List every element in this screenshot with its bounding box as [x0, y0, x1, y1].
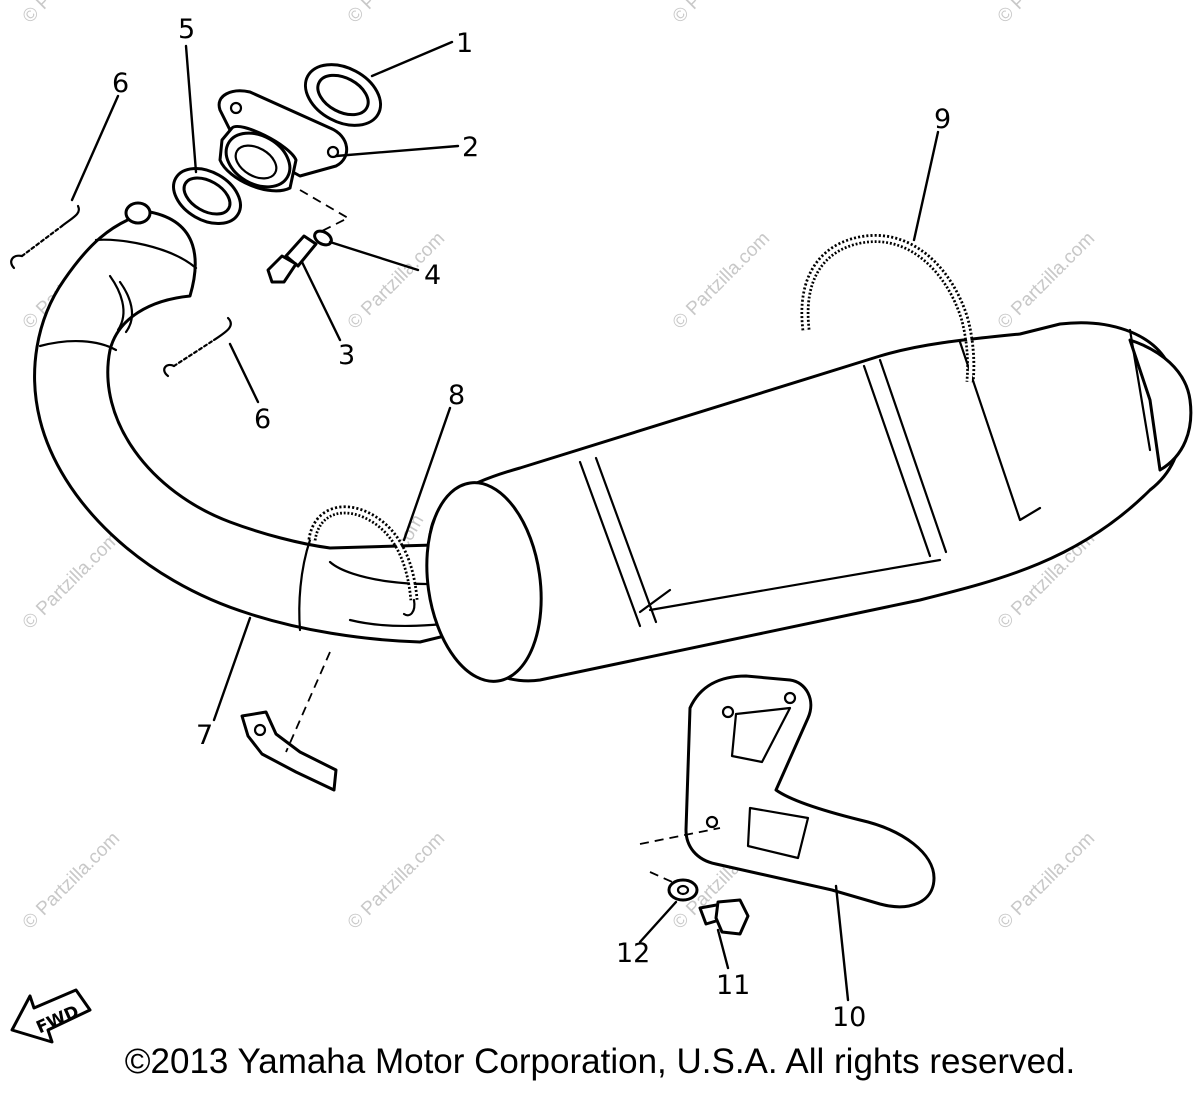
callout-3: 3 — [338, 340, 355, 371]
part-8-spring-cable — [307, 505, 419, 617]
watermark: © Partzilla.com — [19, 528, 124, 633]
part-3-bolt — [266, 234, 318, 284]
callout-5: 5 — [178, 14, 195, 45]
callout-6-lower: 6 — [254, 404, 271, 435]
callout-12: 12 — [616, 938, 650, 969]
part-1-gasket — [303, 63, 383, 127]
callout-11: 11 — [716, 970, 750, 1001]
callout-numbers: 1 2 3 4 5 6 6 7 8 9 10 11 12 — [112, 14, 951, 1033]
watermark: © Partzilla.com — [994, 828, 1099, 933]
copyright-notice: ©2013 Yamaha Motor Corporation, U.S.A. A… — [124, 1042, 1076, 1081]
callout-10: 10 — [832, 1002, 866, 1033]
fwd-arrow-icon: FWD — [10, 988, 92, 1044]
watermark: © Partzilla.com — [344, 828, 449, 933]
watermark: © Partzilla.com — [994, 0, 1099, 28]
callout-7: 7 — [196, 720, 213, 751]
watermark: © Partzilla.com — [344, 0, 449, 28]
watermark: © Partzilla.com — [669, 0, 774, 28]
pipe-bracket — [240, 651, 338, 792]
watermark: © Partzilla.com — [19, 0, 124, 28]
watermark: © Partzilla.com — [994, 228, 1099, 333]
callout-9: 9 — [934, 104, 951, 135]
callout-1: 1 — [456, 28, 473, 59]
callout-6-upper: 6 — [112, 68, 129, 99]
muffler — [425, 321, 1193, 683]
part-6-spring-lower — [163, 316, 232, 378]
part-10-bracket-plate — [639, 674, 936, 909]
watermark: © Partzilla.com — [669, 228, 774, 333]
watermark: © Partzilla.com — [19, 828, 124, 933]
part-5-gasket — [172, 167, 242, 225]
part-12-washer — [667, 878, 699, 902]
part-9-spring-cable — [800, 234, 976, 383]
part-2-flange — [217, 89, 348, 193]
part-6-spring-upper — [10, 204, 80, 270]
callout-4: 4 — [424, 260, 441, 291]
part-11-bolt — [698, 898, 750, 936]
callout-8: 8 — [448, 380, 465, 411]
leader-lines — [70, 40, 940, 1002]
callout-2: 2 — [462, 132, 479, 163]
